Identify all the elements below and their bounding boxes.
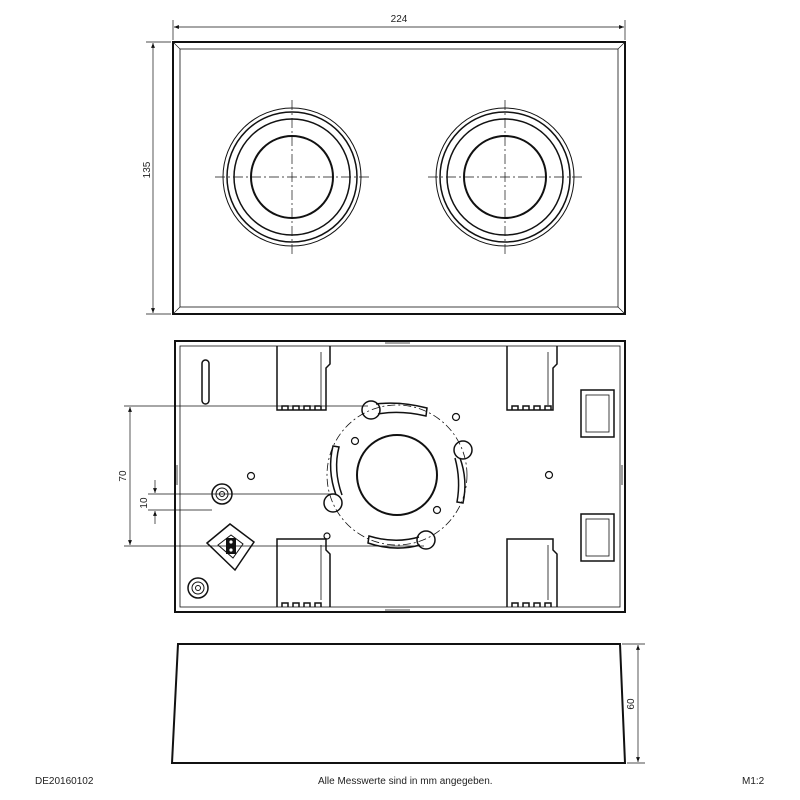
document-id: DE20160102	[35, 776, 94, 787]
offset-label: 10	[139, 497, 150, 509]
mount-spacing-label: 70	[118, 470, 129, 482]
width-dimension-line	[172, 20, 626, 40]
clip-bottom-left	[276, 538, 331, 607]
height-dimension-label: 135	[142, 161, 153, 178]
clip-top-right	[506, 346, 558, 411]
keyhole-slot-left	[323, 445, 343, 513]
scale-label: M1:2	[742, 776, 765, 787]
cable-slot	[201, 359, 210, 405]
depth-dimension-line	[622, 643, 645, 764]
measurement-note: Alle Messwerte sind in mm angegeben.	[318, 776, 493, 787]
spotlight-left	[215, 100, 369, 254]
terminal-block	[205, 523, 256, 572]
clip-top-left	[276, 346, 331, 411]
height-dimension-line	[146, 41, 171, 315]
keyhole-slot-bottom	[367, 530, 436, 550]
side-view	[170, 643, 645, 764]
keyhole-slot-top	[361, 400, 428, 420]
side-bracket-lower	[580, 513, 615, 562]
central-opening	[326, 404, 468, 546]
depth-dimension-label: 60	[626, 698, 637, 710]
back-view	[124, 340, 626, 613]
keyhole-slot-right	[453, 440, 473, 504]
spotlight-right	[428, 100, 582, 254]
width-dimension-label: 224	[391, 14, 408, 25]
top-view	[146, 20, 626, 315]
mounting-boss-lower	[187, 577, 209, 599]
clip-bottom-right	[506, 538, 558, 607]
screw-holes	[246, 412, 554, 540]
mounting-dimension-lines	[124, 405, 424, 547]
side-bracket-upper	[580, 389, 615, 438]
